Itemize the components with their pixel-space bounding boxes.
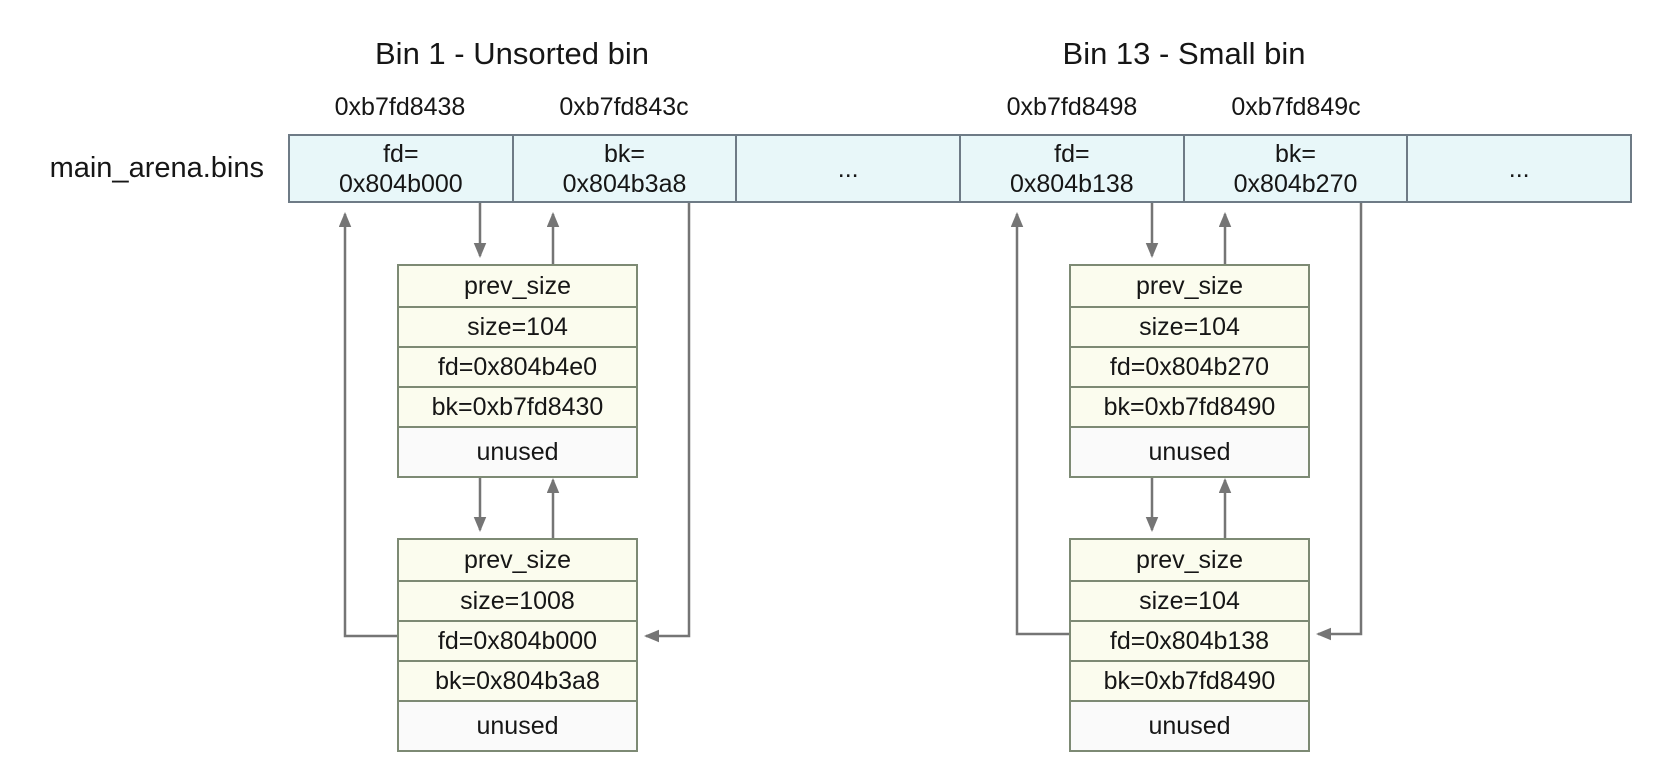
arrow-bin1-chunk2-fd-back-icon (338, 211, 397, 638)
bin1-title: Bin 1 - Unsorted bin (375, 36, 649, 71)
chunk-row-unused: unused (1071, 700, 1308, 750)
chunk-row-bk: bk=0xb7fd8490 (1071, 660, 1308, 700)
chunk-box-bin13-second: prev_size size=104 fd=0x804b138 bk=0xb7f… (1069, 538, 1310, 752)
bin-cell-bk-bin13: bk= 0x804b270 (1182, 136, 1407, 201)
cell-line1: ... (837, 154, 859, 183)
bin-cell-bk-bin1: bk= 0x804b3a8 (511, 136, 736, 201)
address-label: 0xb7fd849c (1231, 93, 1361, 121)
chunk-row-fd: fd=0x804b270 (1071, 346, 1308, 386)
address-label: 0xb7fd843c (559, 93, 689, 121)
chunk-row-prev-size: prev_size (399, 266, 636, 306)
bin-cell-ellipsis: ... (735, 136, 959, 201)
chunk-row-unused: unused (1071, 426, 1308, 476)
chunk-row-bk: bk=0xb7fd8490 (1071, 386, 1308, 426)
chunk-row-size: size=104 (1071, 306, 1308, 346)
main-arena-bins-label: main_arena.bins (49, 152, 264, 184)
bin13-title: Bin 13 - Small bin (1062, 36, 1306, 71)
chunk-row-fd: fd=0x804b000 (399, 620, 636, 660)
chunk-row-unused: unused (399, 426, 636, 476)
arrow-bin1-bk-to-chunk2-icon (643, 203, 691, 643)
chunk-row-fd: fd=0x804b138 (1071, 620, 1308, 660)
address-label: 0xb7fd8498 (1006, 93, 1138, 121)
chunk-box-bin1-second: prev_size size=1008 fd=0x804b000 bk=0x80… (397, 538, 638, 752)
arrow-bin13-bk-to-chunk2-icon (1315, 203, 1363, 641)
chunk-row-bk: bk=0xb7fd8430 (399, 386, 636, 426)
chunk-row-bk: bk=0x804b3a8 (399, 660, 636, 700)
cell-line2: 0x804b270 (1233, 169, 1358, 198)
cell-line1: ... (1508, 154, 1530, 183)
bin-cell-fd-bin1: fd= 0x804b000 (290, 136, 512, 201)
cell-line1: bk= (1275, 139, 1317, 168)
chunk-row-prev-size: prev_size (1071, 266, 1308, 306)
chunk-box-bin13-first: prev_size size=104 fd=0x804b270 bk=0xb7f… (1069, 264, 1310, 478)
chunk-row-size: size=104 (399, 306, 636, 346)
cell-line2: 0x804b3a8 (562, 169, 687, 198)
chunk-row-prev-size: prev_size (1071, 540, 1308, 580)
chunk-row-prev-size: prev_size (399, 540, 636, 580)
chunk-box-bin1-first: prev_size size=104 fd=0x804b4e0 bk=0xb7f… (397, 264, 638, 478)
bin-cell-ellipsis: ... (1406, 136, 1630, 201)
cell-line2: 0x804b138 (1009, 169, 1134, 198)
chunk-row-size: size=104 (1071, 580, 1308, 620)
cell-line1: fd= (1054, 139, 1090, 168)
bin-cell-fd-bin13: fd= 0x804b138 (959, 136, 1183, 201)
arrow-bin13-chunk2-fd-back-icon (1010, 211, 1069, 636)
chunk-row-size: size=1008 (399, 580, 636, 620)
cell-line2: 0x804b000 (338, 169, 463, 198)
bins-array-row: fd= 0x804b000 bk= 0x804b3a8 ... fd= 0x80… (288, 134, 1632, 203)
chunk-row-fd: fd=0x804b4e0 (399, 346, 636, 386)
cell-line1: fd= (383, 139, 419, 168)
chunk-row-unused: unused (399, 700, 636, 750)
cell-line1: bk= (604, 139, 646, 168)
address-label: 0xb7fd8438 (334, 93, 466, 121)
